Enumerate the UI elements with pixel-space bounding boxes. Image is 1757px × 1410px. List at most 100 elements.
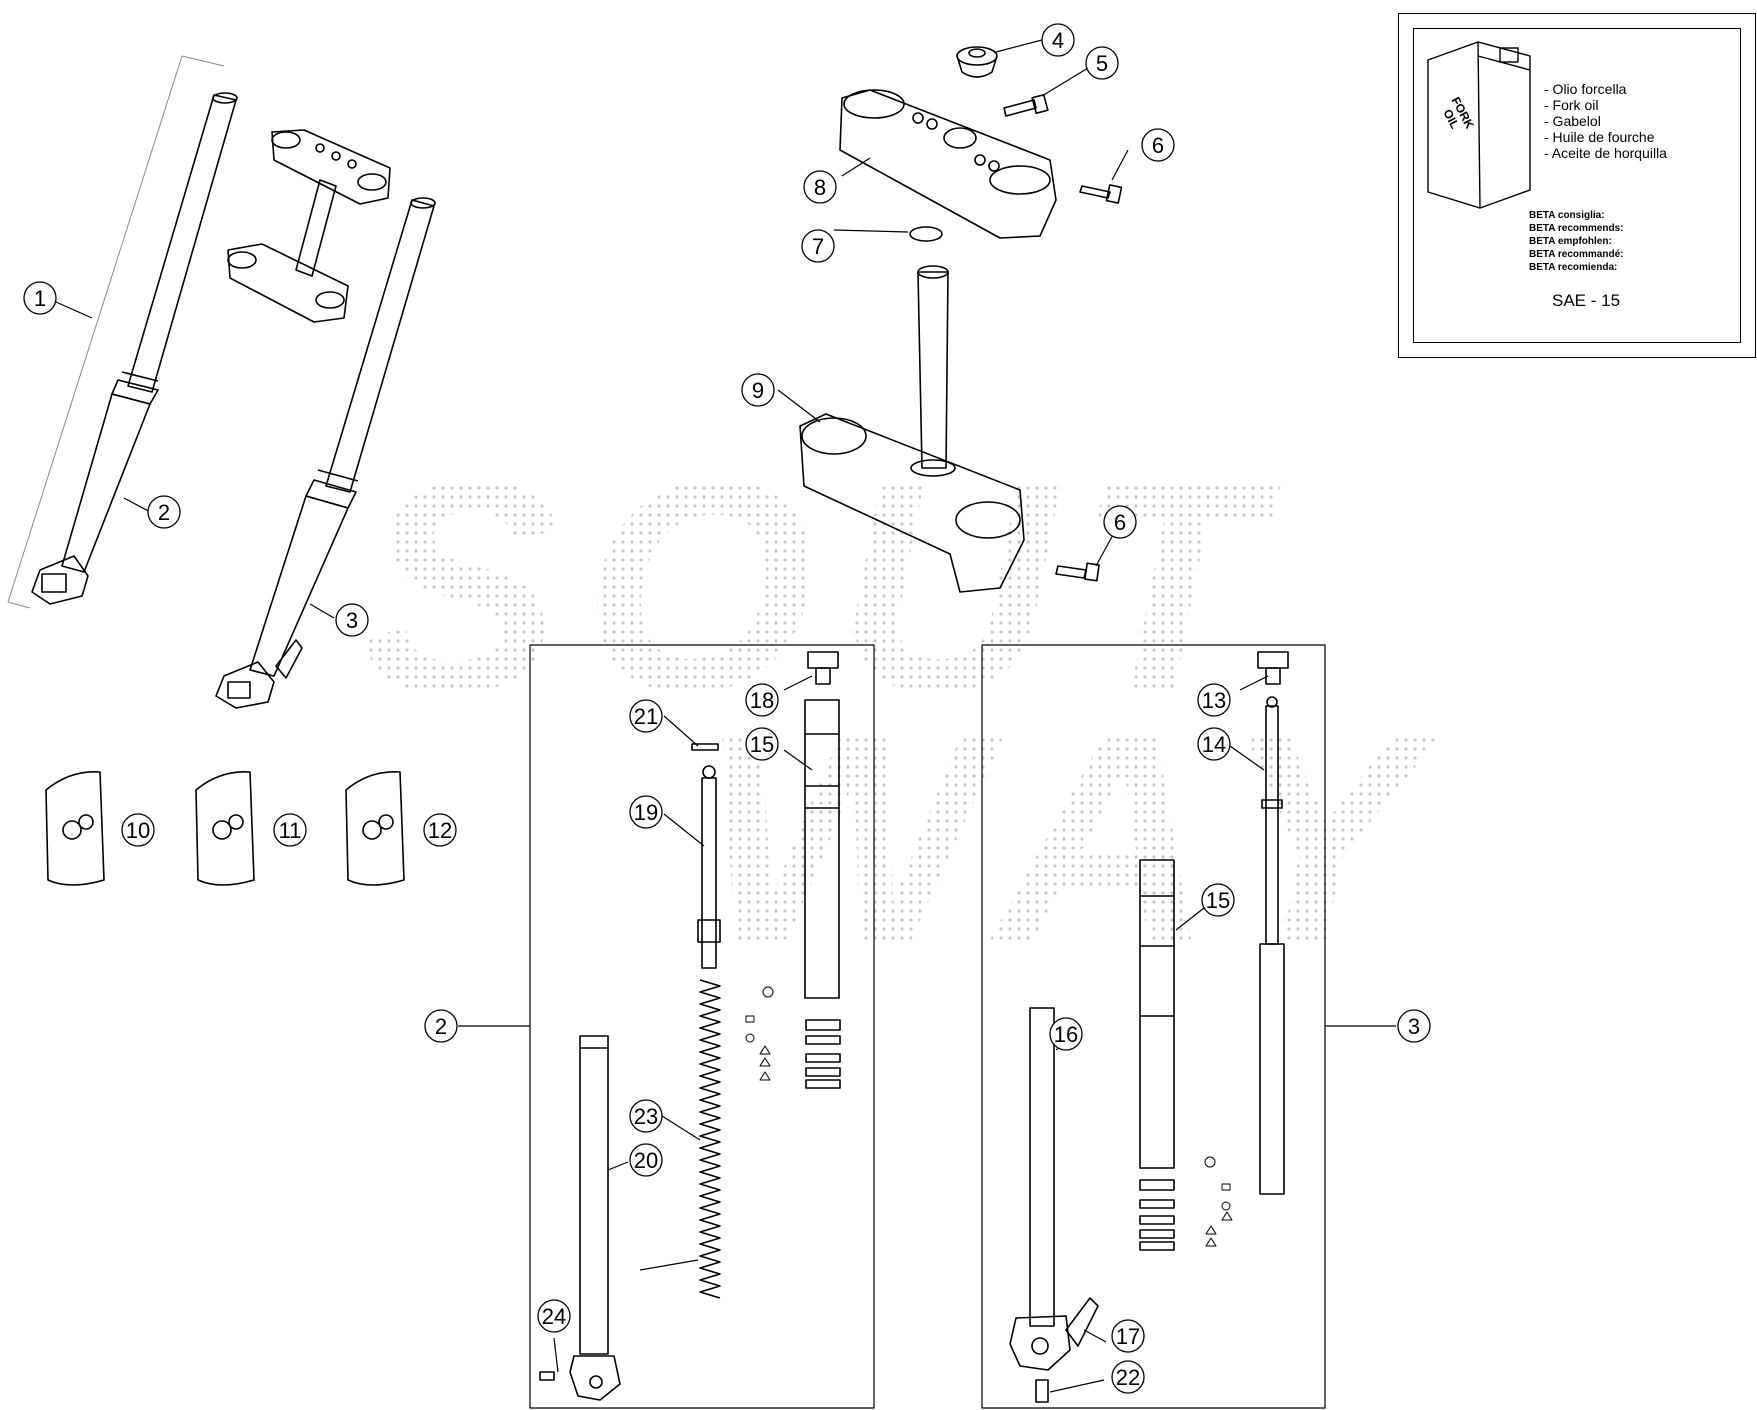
oil-can-drawing xyxy=(1427,41,1531,209)
callout-6-lower: 6 xyxy=(1103,505,1137,539)
svg-text:16: 16 xyxy=(1054,1022,1078,1047)
svg-text:6: 6 xyxy=(1152,133,1164,158)
top-cap-13 xyxy=(1257,651,1289,685)
spring-23 xyxy=(699,979,721,1299)
bolt-6-lower xyxy=(1055,562,1100,582)
callout-16: 16 xyxy=(1049,1017,1083,1051)
callout-11: 11 xyxy=(273,813,307,847)
recommend-it: BETA consiglia: xyxy=(1529,210,1605,221)
svg-text:2: 2 xyxy=(158,500,170,525)
svg-text:14: 14 xyxy=(1202,732,1226,757)
callouts: 1 2 3 4 5 6 7 8 9 6 10 11 12 13 14 15 16… xyxy=(23,23,1431,1394)
oil-names-list: - Olio forcella - Fork oil - Gabelol - H… xyxy=(1544,81,1667,161)
callout-4: 4 xyxy=(1041,23,1075,57)
bolt-6-upper xyxy=(1079,184,1123,204)
svg-text:9: 9 xyxy=(752,378,764,403)
callout-9: 9 xyxy=(741,373,775,407)
o-ring xyxy=(909,226,943,242)
svg-text:5: 5 xyxy=(1096,51,1108,76)
svg-text:12: 12 xyxy=(428,818,452,843)
callout-18: 18 xyxy=(745,683,779,717)
callout-8: 8 xyxy=(803,170,837,204)
seal-stack-left xyxy=(805,1019,841,1089)
leader-lines xyxy=(55,39,1396,1393)
seal-kit-bag-12 xyxy=(345,771,405,886)
lower-triple-clamp-stem xyxy=(799,265,1025,593)
small-part-icons-right xyxy=(1204,1156,1233,1247)
svg-text:7: 7 xyxy=(812,234,824,259)
callout-2: 2 xyxy=(147,495,181,529)
svg-text:WAY: WAY xyxy=(700,668,1445,1004)
svg-text:23: 23 xyxy=(634,1104,658,1129)
callout-5: 5 xyxy=(1085,46,1119,80)
callout-20: 20 xyxy=(629,1143,663,1177)
callout-15-left: 15 xyxy=(745,727,779,761)
oil-name-es: - Aceite de horquilla xyxy=(1544,145,1667,161)
seal-kit-bag-11 xyxy=(195,771,255,886)
svg-text:21: 21 xyxy=(634,704,658,729)
svg-text:3: 3 xyxy=(346,608,358,633)
callout-3-group: 3 xyxy=(1397,1009,1431,1043)
svg-text:15: 15 xyxy=(750,732,774,757)
callout-3: 3 xyxy=(335,603,369,637)
svg-text:22: 22 xyxy=(1116,1365,1140,1390)
inner-tube-20 xyxy=(579,1035,609,1355)
callout-15-right: 15 xyxy=(1201,883,1235,917)
fork-oil-info-box: FORK OIL - Olio forcella - Fork oil - Ga… xyxy=(1398,13,1756,358)
recommend-de: BETA empfohlen: xyxy=(1529,236,1612,247)
svg-text:13: 13 xyxy=(1202,688,1226,713)
fork-oil-info-inner: FORK OIL - Olio forcella - Fork oil - Ga… xyxy=(1413,28,1741,343)
cartridge-rod-19 xyxy=(697,765,721,969)
recommend-fr: BETA recommandé: xyxy=(1529,249,1624,260)
callout-10: 10 xyxy=(121,813,155,847)
cartridge-14 xyxy=(1259,696,1285,1195)
top-cap-18 xyxy=(807,651,839,685)
outer-tube-15-right xyxy=(1139,859,1175,1169)
pin-22 xyxy=(1035,1379,1049,1403)
svg-text:1: 1 xyxy=(34,286,46,311)
callout-17: 17 xyxy=(1111,1319,1145,1353)
axle-clamp-24 xyxy=(539,1355,621,1401)
svg-text:11: 11 xyxy=(279,818,302,843)
callout-1: 1 xyxy=(23,281,57,315)
outer-tube-15-left xyxy=(804,699,840,999)
left-fork-leg xyxy=(31,92,238,605)
svg-text:10: 10 xyxy=(126,818,150,843)
steering-stem-cap xyxy=(956,46,998,78)
callout-14: 14 xyxy=(1197,727,1231,761)
recommend-es: BETA recomienda: xyxy=(1529,262,1618,273)
seal-stack-right xyxy=(1139,1179,1175,1251)
oil-grade: SAE - 15 xyxy=(1552,291,1621,310)
callout-24: 24 xyxy=(537,1299,571,1333)
callout-7: 7 xyxy=(801,229,835,263)
small-triple-clamp xyxy=(227,129,391,323)
oil-can-label: FORK OIL xyxy=(1437,95,1477,137)
svg-text:17: 17 xyxy=(1116,1324,1140,1349)
small-part-icons-left xyxy=(745,986,774,1081)
recommend-en: BETA recommends: xyxy=(1529,223,1624,234)
right-fork-leg xyxy=(215,197,436,709)
svg-text:24: 24 xyxy=(542,1304,566,1329)
bolt-5 xyxy=(1003,93,1049,117)
oil-name-de: - Gabelol xyxy=(1544,113,1601,129)
seal-kit-bag-10 xyxy=(45,771,105,886)
upper-triple-clamp xyxy=(839,89,1057,239)
callout-23: 23 xyxy=(629,1099,663,1133)
oil-name-fr: - Huile de fourche xyxy=(1544,129,1655,145)
callout-21: 21 xyxy=(629,699,663,733)
callout-6-upper: 6 xyxy=(1141,128,1175,162)
svg-text:4: 4 xyxy=(1052,28,1064,53)
callout-2-group: 2 xyxy=(424,1009,458,1043)
svg-text:3: 3 xyxy=(1408,1014,1420,1039)
svg-text:20: 20 xyxy=(634,1148,658,1173)
svg-text:15: 15 xyxy=(1206,888,1230,913)
svg-text:2: 2 xyxy=(435,1014,447,1039)
axle-clamp-17 xyxy=(1009,1297,1099,1371)
oil-recommendation-list: BETA consiglia: BETA recommends: BETA em… xyxy=(1529,209,1623,274)
callout-22: 22 xyxy=(1111,1360,1145,1394)
watermark: SOUT WAY xyxy=(360,418,1445,1004)
oil-name-en: - Fork oil xyxy=(1544,97,1599,113)
callout-19: 19 xyxy=(629,795,663,829)
svg-text:18: 18 xyxy=(750,688,774,713)
